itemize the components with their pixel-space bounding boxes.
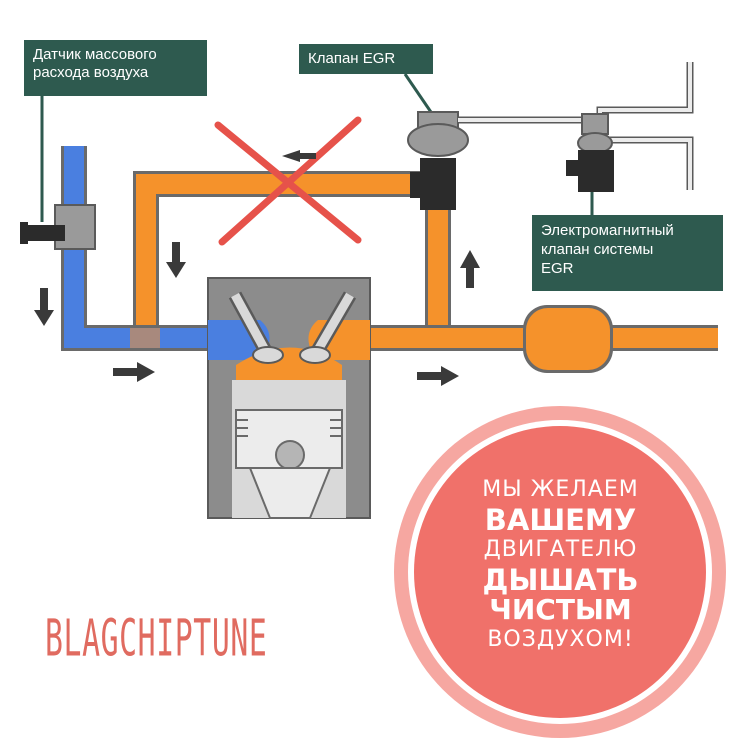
slogan-line-2: вашему <box>484 503 637 537</box>
arrow-right-icon <box>113 362 155 382</box>
egr-solenoid-label: Электромагнитный клапан системы EGR <box>532 215 723 291</box>
egr-return-pipe <box>133 171 451 335</box>
egr-solenoid-label-line1: Электромагнитный <box>541 222 674 239</box>
blocked-flow-cross <box>214 116 362 246</box>
slogan-line-6: воздухом! <box>487 627 634 652</box>
engine-cylinder <box>207 277 371 519</box>
egr-solenoid-label-line3: EGR <box>541 260 574 277</box>
exhaust-pipe <box>356 305 718 373</box>
egr-valve-label: Клапан EGR <box>299 44 433 74</box>
egr-valve-label-text: Клапан EGR <box>308 50 396 67</box>
maf-sensor <box>20 96 96 250</box>
slogan-line-3: двигателю <box>483 537 638 562</box>
arrow-up-icon <box>460 250 480 288</box>
slogan-line-1: мы желаем <box>482 477 639 502</box>
maf-sensor-label: Датчик массового расхода воздуха <box>24 40 207 96</box>
arrow-down-icon <box>34 288 54 326</box>
flow-arrows <box>34 150 480 386</box>
egr-solenoid <box>458 62 694 218</box>
slogan-line-4: дышать <box>482 563 639 597</box>
egr-valve <box>403 73 469 210</box>
egr-solenoid-label-line2: клапан системы <box>541 241 654 258</box>
maf-sensor-label-line2: расхода воздуха <box>33 64 149 81</box>
slogan-text: мы желаем вашему двигателю дышать чистым… <box>448 475 673 660</box>
maf-sensor-label-line1: Датчик массового <box>33 46 157 63</box>
arrow-down-icon <box>166 242 186 278</box>
slogan-circle <box>394 406 726 738</box>
slogan-line-5: чистым <box>489 593 632 626</box>
arrow-right-icon <box>417 366 459 386</box>
arrow-left-icon <box>282 150 316 162</box>
brand-logo-text: BLAGCHIPTUNE <box>45 609 268 669</box>
